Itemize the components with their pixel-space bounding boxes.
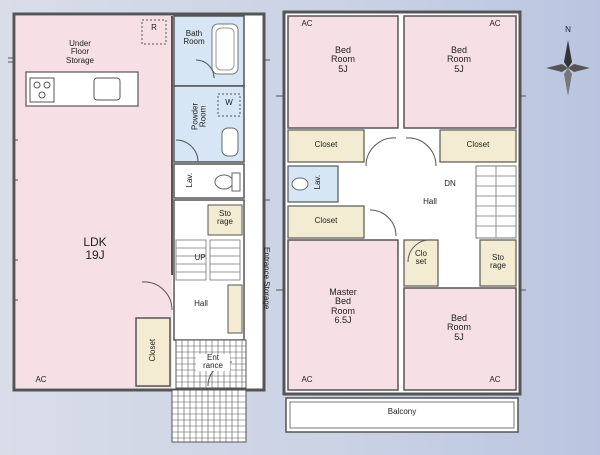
- storage-label-2f: Sto rage: [489, 253, 506, 271]
- storage-2f: [479, 239, 517, 287]
- first-floor: [8, 12, 270, 443]
- bathtub-inner: [215, 27, 235, 71]
- hall-label-1f: Hall: [194, 299, 208, 308]
- bed-room-1-label: Bed Room 5J: [330, 45, 355, 74]
- ldk-label: LDK 19J: [83, 235, 107, 262]
- second-floor: [276, 10, 526, 433]
- door-arc: [405, 137, 437, 167]
- lav-label-1f: Lav.: [184, 172, 194, 188]
- closet-small-label: Clo set: [414, 249, 427, 267]
- windows-1f: [8, 57, 270, 301]
- fridge-space: [141, 19, 167, 45]
- compass-icon: [546, 40, 590, 96]
- bed-room-4: [403, 287, 517, 391]
- burner: [38, 91, 46, 99]
- entrance-storage-label: Entrance Storage: [262, 247, 272, 310]
- door-arc: [195, 59, 215, 79]
- bed-room-2: [403, 15, 517, 129]
- ac-label-2f-1: AC: [301, 19, 313, 28]
- bed-room-1: [287, 15, 399, 129]
- washer-space: [217, 93, 241, 117]
- door-arc: [365, 137, 397, 167]
- toilet: [214, 174, 234, 190]
- ac-label-2f-4: AC: [489, 375, 501, 384]
- closet-b-label: Closet: [466, 140, 490, 149]
- balcony-rail: [289, 401, 515, 429]
- ac-label-1f: AC: [35, 375, 47, 384]
- burner: [33, 81, 41, 89]
- bed-room-4-label: Bed Room 5J: [446, 313, 471, 342]
- closet-b: [439, 129, 517, 163]
- powder-sink: [221, 127, 239, 157]
- washer-w-label: W: [225, 98, 233, 107]
- door-arc: [141, 281, 173, 311]
- dn-label: DN: [444, 179, 456, 188]
- windows-2f: [276, 11, 526, 291]
- shoe-cabinet: [227, 284, 243, 334]
- closet-a-label: Closet: [314, 140, 338, 149]
- closet-c: [287, 205, 365, 239]
- bath-room-label: Bath Room: [183, 29, 205, 47]
- kitchen-sink: [93, 77, 121, 101]
- closet-1f: [135, 317, 171, 387]
- balcony-label: Balcony: [387, 407, 417, 416]
- stairs-up: [175, 239, 241, 281]
- storage-label-1f: Sto rage: [216, 209, 233, 227]
- ac-label-2f-2: AC: [489, 19, 501, 28]
- bathtub: [211, 23, 239, 75]
- door-arc: [175, 139, 199, 163]
- door-arc: [407, 239, 433, 263]
- burner: [43, 81, 51, 89]
- closet-c-label: Closet: [314, 216, 338, 225]
- bed-room-2-label: Bed Room 5J: [446, 45, 471, 74]
- master-bed-room: [287, 239, 399, 391]
- stairs-down: [475, 165, 517, 239]
- fridge-r-label: R: [151, 23, 157, 32]
- toilet-tank: [231, 172, 241, 192]
- entrance-label: Ent rance: [196, 353, 230, 371]
- toilet-2f: [291, 177, 309, 191]
- closet-label-1f: Closet: [147, 338, 157, 362]
- balcony: [285, 397, 519, 433]
- hall-label-2f: Hall: [423, 197, 437, 206]
- entrance-tiles: [171, 339, 247, 443]
- compass-north-label: N: [565, 25, 571, 34]
- closet-a: [287, 129, 365, 163]
- up-label: UP: [194, 253, 206, 262]
- ac-label-2f-3: AC: [301, 375, 313, 384]
- under-floor-storage-label: Under Floor Storage: [65, 39, 95, 65]
- storage-box: [207, 204, 243, 236]
- closet-small: [403, 239, 439, 287]
- powder-room-label: Powder Room: [190, 102, 208, 130]
- lav-label-2f: Lav.: [312, 174, 322, 190]
- door-arc: [369, 209, 397, 237]
- master-bed-room-label: Master Bed Room 6.5J: [329, 287, 357, 326]
